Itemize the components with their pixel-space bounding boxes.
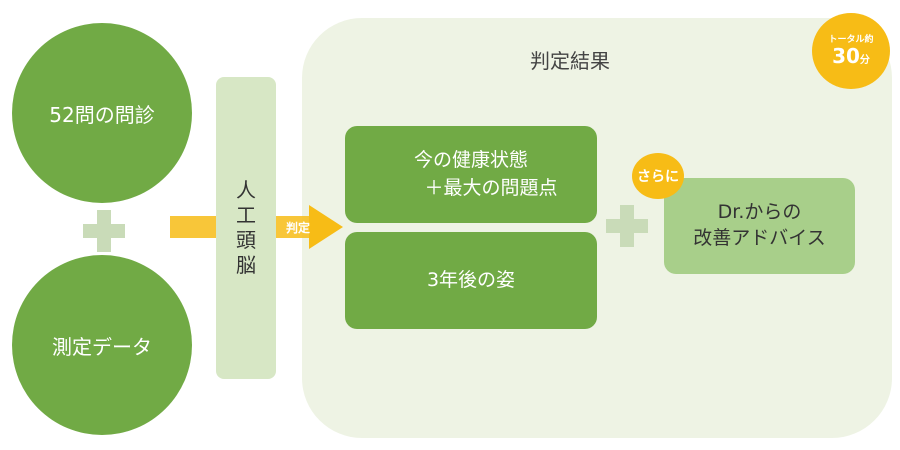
extra-badge: さらに <box>632 153 684 199</box>
interview-circle: 52問の問診 <box>12 23 192 203</box>
advice-line2: 改善アドバイス <box>693 227 826 249</box>
health-status-line2: ＋最大の問題点 <box>424 176 558 199</box>
ai-bar: 人 工 頭 脳 <box>216 77 276 379</box>
ai-char: 人 <box>236 178 256 202</box>
future-label: 3年後の姿 <box>426 268 516 291</box>
advice-line1: Dr.からの <box>717 201 802 224</box>
interview-label: 52問の問診 <box>49 102 155 127</box>
total-time-unit: 分 <box>859 54 870 66</box>
health-status-line1: 今の健康状態 <box>413 148 528 171</box>
total-time-number: 30 <box>832 43 860 68</box>
total-time-badge: トータル約 30分 <box>812 13 890 89</box>
arrow-icon <box>309 205 343 249</box>
advice-box: Dr.からの 改善アドバイス <box>664 178 855 274</box>
measurement-label: 測定データ <box>52 334 152 359</box>
total-time-label: トータル約 <box>828 34 874 45</box>
results-title: 判定結果 <box>530 48 610 73</box>
plus-icon <box>83 210 125 252</box>
ai-char: 工 <box>236 203 256 227</box>
ai-char: 脳 <box>236 253 256 277</box>
ai-char: 頭 <box>236 228 256 252</box>
plus-icon <box>606 205 648 247</box>
future-box: 3年後の姿 <box>345 232 597 329</box>
measurement-circle: 測定データ <box>12 255 192 435</box>
health-status-box: 今の健康状態 ＋最大の問題点 <box>345 126 597 223</box>
extra-badge-label: さらに <box>637 169 679 185</box>
total-time-value: 30分 <box>832 45 870 67</box>
arrow-label: 判定 <box>285 220 310 235</box>
